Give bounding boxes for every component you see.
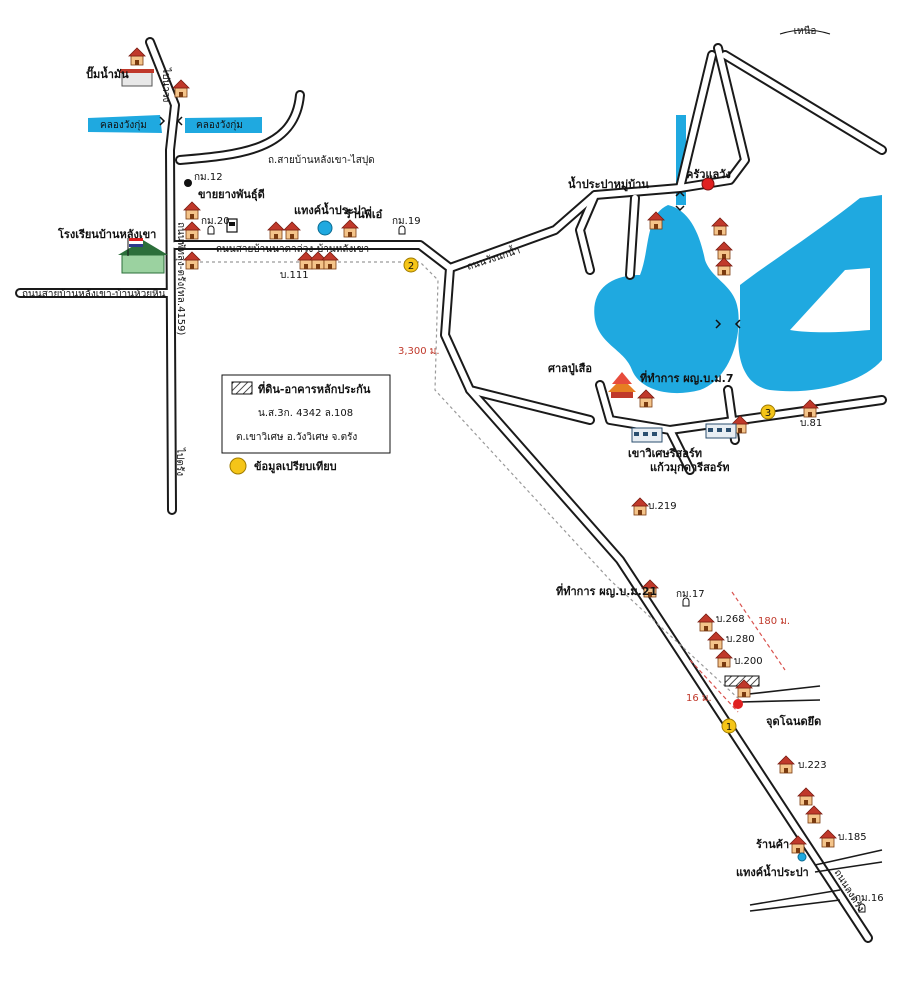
- bridges: [159, 116, 741, 329]
- road-label-nataluang: ถนนสายบ้านนาตาล่วง-บ้านหลังเขา: [216, 243, 369, 255]
- resort-icons: [631, 423, 737, 443]
- distance-16m-line: [689, 659, 739, 713]
- resort-2-label: แก้วมุกดารีสอร์ท: [650, 461, 730, 475]
- km17-label: กม.17: [676, 589, 705, 600]
- house-111-label: บ.111: [280, 270, 309, 281]
- distance-16m-label: 16 ม.: [686, 693, 712, 704]
- school-icon: [118, 238, 168, 274]
- house-223-label: บ.223: [798, 760, 827, 771]
- water-tank-2-icon: [797, 852, 807, 862]
- road-network: [15, 37, 887, 943]
- reservoir-west: [594, 115, 739, 394]
- water-tank-2-label: แทงค์น้ำประปา: [736, 864, 809, 879]
- svg-text:3: 3: [765, 408, 771, 419]
- house-200-label: บ.200: [734, 656, 763, 667]
- svg-text:2: 2: [408, 261, 414, 272]
- kitchen-label: ครัวแลวัง: [686, 168, 731, 181]
- distance-3300m-label: 3,300 ม.: [398, 346, 440, 357]
- legend-deed: น.ส.3ก. 4342 ล.108: [258, 408, 353, 419]
- road-label-main: ถนนพัทลุง-ตรัง(ทล.4159): [175, 222, 186, 336]
- legend-title: ที่ดิน-อาคารหลักประกัน: [258, 381, 371, 396]
- km20-label: กม.20: [201, 216, 230, 227]
- road-label-saipud: ถ.สายบ้านหลังเขา-ไสปุด: [268, 154, 375, 166]
- legend-comparable-label: ข้อมูลเปรียบเทียบ: [254, 460, 337, 474]
- legend-box: ที่ดิน-อาคารหลักประกัน น.ส.3ก. 4342 ล.10…: [221, 374, 391, 454]
- house-81-label: บ.81: [800, 418, 822, 429]
- distance-180m-label: 180 ม.: [758, 616, 790, 627]
- legend-comparable-swatch: [229, 457, 247, 475]
- svg-text:1: 1: [726, 722, 732, 733]
- comparable-marker-3: 3: [760, 404, 776, 420]
- survey-point-label: จุดโฉนดยึด: [766, 714, 821, 729]
- canal-label-east: คลองวังกุ่ม: [196, 120, 243, 131]
- rubber-shop-label: ขายยางพันธุ์ดี: [198, 188, 265, 202]
- house-268-label: บ.268: [716, 614, 745, 625]
- side-roads: [739, 685, 883, 912]
- road-label-trang: ไปตรัง: [174, 447, 186, 476]
- fuel-pump-icon: [226, 218, 238, 233]
- canal-label-west: คลองวังกุ่ม: [100, 120, 147, 131]
- house-185-label: บ.185: [838, 832, 867, 843]
- north-label: เหนือ: [794, 25, 817, 37]
- school-label: โรงเรียนบ้านหลังเขา: [57, 227, 156, 241]
- km12-label: กม.12: [194, 172, 223, 183]
- survey-point-marker: [733, 699, 743, 709]
- distance-180m-line: [731, 591, 786, 671]
- shrine-label: ศาลปู่เสือ: [548, 362, 592, 376]
- comparable-marker-1: 1: [721, 718, 737, 734]
- shop-label: ร้านพี่เอ๋: [345, 206, 382, 221]
- km16-label: กม.16: [855, 893, 884, 904]
- kitchen-icon: [701, 177, 715, 191]
- shop-2-label: ร้านค้า: [756, 838, 789, 851]
- comparable-marker-2: 2: [403, 257, 419, 273]
- gas-station-icon: [120, 69, 154, 87]
- gas-station-label: ปั๊มน้ำมัน: [86, 66, 129, 81]
- km12-dot: [184, 179, 192, 187]
- water-tank-icon: [317, 220, 333, 236]
- km19-label: กม.19: [392, 216, 421, 227]
- route-to-subject: [188, 261, 741, 701]
- village-water-label: น้ำประปาหมู่บ้าน: [568, 176, 649, 192]
- water-tank-label: แทงค์น้ำประปา: [294, 202, 367, 217]
- legend-hatch-swatch: [231, 381, 253, 395]
- office-7-label: ที่ทำการ ผญ.บ.ม.7: [640, 370, 734, 385]
- north-arrow: [779, 29, 831, 35]
- shrine-icon: [608, 372, 636, 398]
- canal: [88, 115, 262, 133]
- road-label-nawong: ไปนาวง: [160, 67, 172, 102]
- legend-location: ต.เขาวิเศษ อ.วังวิเศษ จ.ตรัง: [236, 432, 357, 443]
- road-label-huaihin: ถนนสายบ้านหลังเขา-บ้านห้วยหิน: [22, 288, 166, 300]
- reservoir-east: [738, 195, 882, 392]
- resort-1-label: เขาวิเศษรีสอร์ท: [628, 447, 702, 460]
- office-21-label: ที่ทำการ ผญ.บ.ม.21: [556, 583, 657, 598]
- house-280-label: บ.280: [726, 634, 755, 645]
- house-219-label: บ.219: [648, 501, 677, 512]
